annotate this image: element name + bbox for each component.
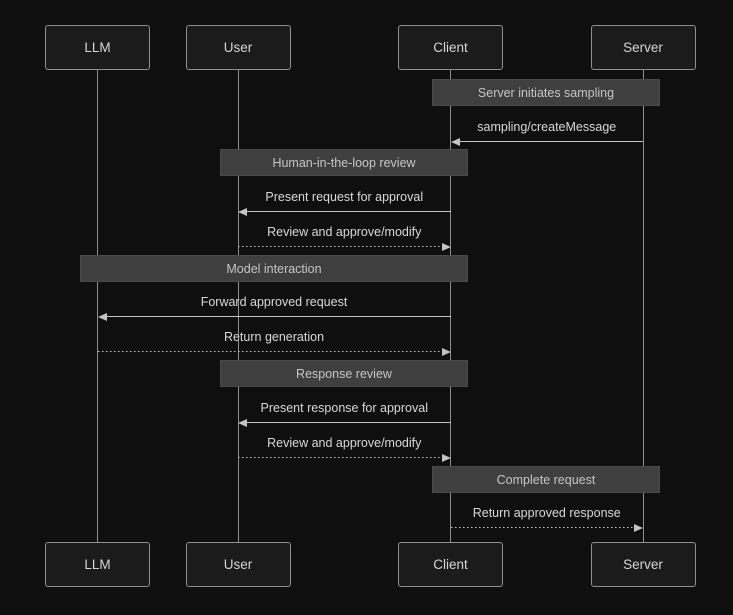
note-bar: Response review [220, 360, 468, 387]
arrowhead-icon [97, 312, 107, 321]
arrowhead-icon [441, 242, 451, 251]
message-line [97, 351, 443, 352]
message-label: sampling/createMessage [477, 120, 617, 134]
note-bar: Complete request [432, 466, 660, 493]
message-line [105, 316, 451, 317]
lifeline-user [237, 69, 239, 543]
actor-top-box-server: Server [590, 25, 696, 70]
actor-top-box-user: User [185, 25, 291, 70]
actor-bottom-box-user: User [185, 542, 291, 587]
arrowhead-icon [441, 347, 451, 356]
message-label: Present request for approval [265, 190, 424, 204]
arrowhead-icon [450, 137, 460, 146]
lifeline-client [450, 69, 451, 543]
lifeline-server [642, 69, 644, 543]
message-line [458, 141, 643, 142]
note-bar: Server initiates sampling [432, 79, 660, 106]
message-label: Forward approved request [200, 295, 348, 309]
note-bar: Model interaction [80, 255, 468, 282]
actor-bottom-box-llm: LLM [45, 542, 150, 587]
actor-top-box-client: Client [398, 25, 503, 70]
message-line [450, 527, 635, 528]
message-line [238, 457, 443, 458]
message-label: Review and approve/modify [267, 225, 422, 239]
message-label: Present response for approval [260, 401, 428, 415]
message-line [238, 246, 443, 247]
actor-top-box-llm: LLM [45, 25, 150, 70]
arrowhead-icon [238, 418, 247, 427]
lifeline-llm [97, 69, 98, 543]
note-bar: Human-in-the-loop review [220, 149, 468, 176]
actor-bottom-box-client: Client [398, 542, 503, 587]
arrowhead-icon [441, 453, 451, 462]
message-label: Return approved response [472, 506, 621, 520]
message-line [246, 211, 451, 212]
arrowhead-icon [634, 523, 643, 532]
arrowhead-icon [238, 207, 247, 216]
message-label: Return generation [223, 330, 325, 344]
actor-bottom-box-server: Server [590, 542, 696, 587]
message-line [246, 422, 451, 423]
message-label: Review and approve/modify [267, 436, 422, 450]
